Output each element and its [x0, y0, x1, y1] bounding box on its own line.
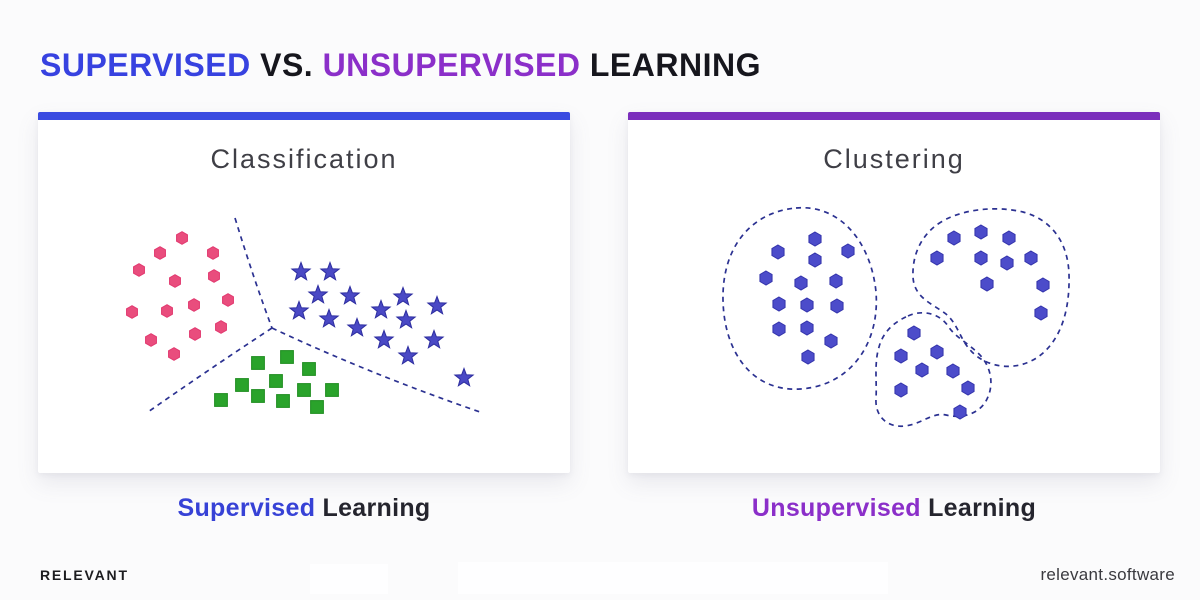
clustering-title: Clustering — [823, 144, 965, 174]
hexagon-marker — [771, 244, 785, 260]
hexagon-marker — [1000, 255, 1014, 271]
hexagon-marker — [930, 250, 944, 266]
hexagon-marker — [930, 344, 944, 360]
cluster-boundary-dashed — [875, 312, 992, 427]
unsupervised-caption-highlight: Unsupervised — [751, 494, 921, 522]
hexagon-marker — [830, 298, 844, 314]
website-url: relevant.software — [1040, 565, 1175, 584]
unsupervised-accent-bar — [628, 112, 1160, 120]
star-marker — [373, 328, 395, 349]
hexagon-marker — [154, 246, 166, 260]
page-title-part: SUPERVISED — [40, 47, 261, 84]
supervised-caption: Supervised Learning — [38, 494, 570, 523]
square-marker — [251, 389, 265, 403]
star-marker — [392, 285, 414, 306]
hexagon-marker — [980, 276, 994, 292]
decision-boundary-dashed — [234, 217, 273, 329]
square-marker — [214, 393, 228, 407]
supervised-accent-bar — [38, 112, 570, 120]
hexagon-marker — [176, 231, 188, 245]
star-marker — [346, 316, 368, 337]
page-title-part: LEARNING — [589, 47, 761, 84]
star-marker — [339, 284, 361, 305]
cluster-boundary-dashed — [722, 207, 878, 390]
hexagon-marker — [974, 250, 988, 266]
square-marker — [310, 400, 324, 414]
square-marker — [276, 394, 290, 408]
hexagon-marker — [800, 320, 814, 336]
hexagon-marker — [161, 304, 173, 318]
hexagon-marker — [829, 273, 843, 289]
hexagon-marker — [1036, 277, 1050, 293]
hexagon-marker — [1034, 305, 1048, 321]
star-marker — [318, 307, 340, 328]
hexagon-marker — [772, 296, 786, 312]
hexagon-marker — [169, 274, 181, 288]
hexagon-marker — [759, 270, 773, 286]
hexagon-marker — [188, 298, 200, 312]
page-title: SUPERVISED VS. UNSUPERVISED LEARNING — [40, 47, 761, 84]
star-marker — [453, 366, 475, 387]
hexagon-marker — [189, 327, 201, 341]
supervised-card: Classification — [38, 112, 570, 473]
classification-scatter-plot — [126, 217, 481, 414]
hexagon-marker — [133, 263, 145, 277]
hexagon-marker — [772, 321, 786, 337]
star-marker — [290, 260, 312, 281]
hexagon-marker — [1024, 250, 1038, 266]
unsupervised-caption: Unsupervised Learning — [628, 494, 1160, 523]
hexagon-marker — [915, 362, 929, 378]
page-title-part: UNSUPERVISED — [322, 47, 590, 84]
hexagon-marker — [1002, 230, 1016, 246]
page-title-part: VS. — [260, 47, 323, 84]
hexagon-marker — [961, 380, 975, 396]
hexagon-marker — [907, 325, 921, 341]
hexagon-marker — [168, 347, 180, 361]
star-marker — [397, 344, 419, 365]
square-marker — [269, 374, 283, 388]
square-marker — [297, 383, 311, 397]
hexagon-marker — [808, 231, 822, 247]
square-marker — [251, 356, 265, 370]
hexagon-marker — [841, 243, 855, 259]
square-marker — [302, 362, 316, 376]
star-marker — [288, 299, 310, 320]
hexagon-marker — [215, 320, 227, 334]
hexagon-marker — [207, 246, 219, 260]
supervised-caption-highlight: Supervised — [177, 494, 316, 522]
hexagon-marker — [794, 275, 808, 291]
star-marker — [395, 308, 417, 329]
hexagon-marker — [953, 404, 967, 420]
hexagon-marker — [801, 349, 815, 365]
brand-logo: RELEVANT — [40, 567, 129, 583]
footer-faint-strip — [310, 564, 388, 594]
star-marker — [307, 283, 329, 304]
hexagon-marker — [894, 382, 908, 398]
hexagon-marker — [126, 305, 138, 319]
unsupervised-card: Clustering — [628, 112, 1160, 473]
hexagon-marker — [222, 293, 234, 307]
hexagon-marker — [974, 224, 988, 240]
hexagon-marker — [800, 297, 814, 313]
star-marker — [370, 298, 392, 319]
footer-faint-strip — [458, 562, 888, 594]
hexagon-marker — [946, 363, 960, 379]
unsupervised-caption-rest: Learning — [920, 494, 1037, 522]
square-marker — [280, 350, 294, 364]
square-marker — [325, 383, 339, 397]
hexagon-marker — [808, 252, 822, 268]
star-marker — [426, 294, 448, 315]
classification-title: Classification — [210, 144, 398, 174]
cluster-boundary-dashed — [912, 208, 1070, 368]
star-marker — [319, 260, 341, 281]
clustering-scatter-plot — [722, 207, 1070, 427]
hexagon-marker — [894, 348, 908, 364]
supervised-caption-rest: Learning — [315, 494, 431, 522]
hexagon-marker — [947, 230, 961, 246]
hexagon-marker — [824, 333, 838, 349]
star-marker — [423, 328, 445, 349]
hexagon-marker — [208, 269, 220, 283]
square-marker — [235, 378, 249, 392]
hexagon-marker — [145, 333, 157, 347]
